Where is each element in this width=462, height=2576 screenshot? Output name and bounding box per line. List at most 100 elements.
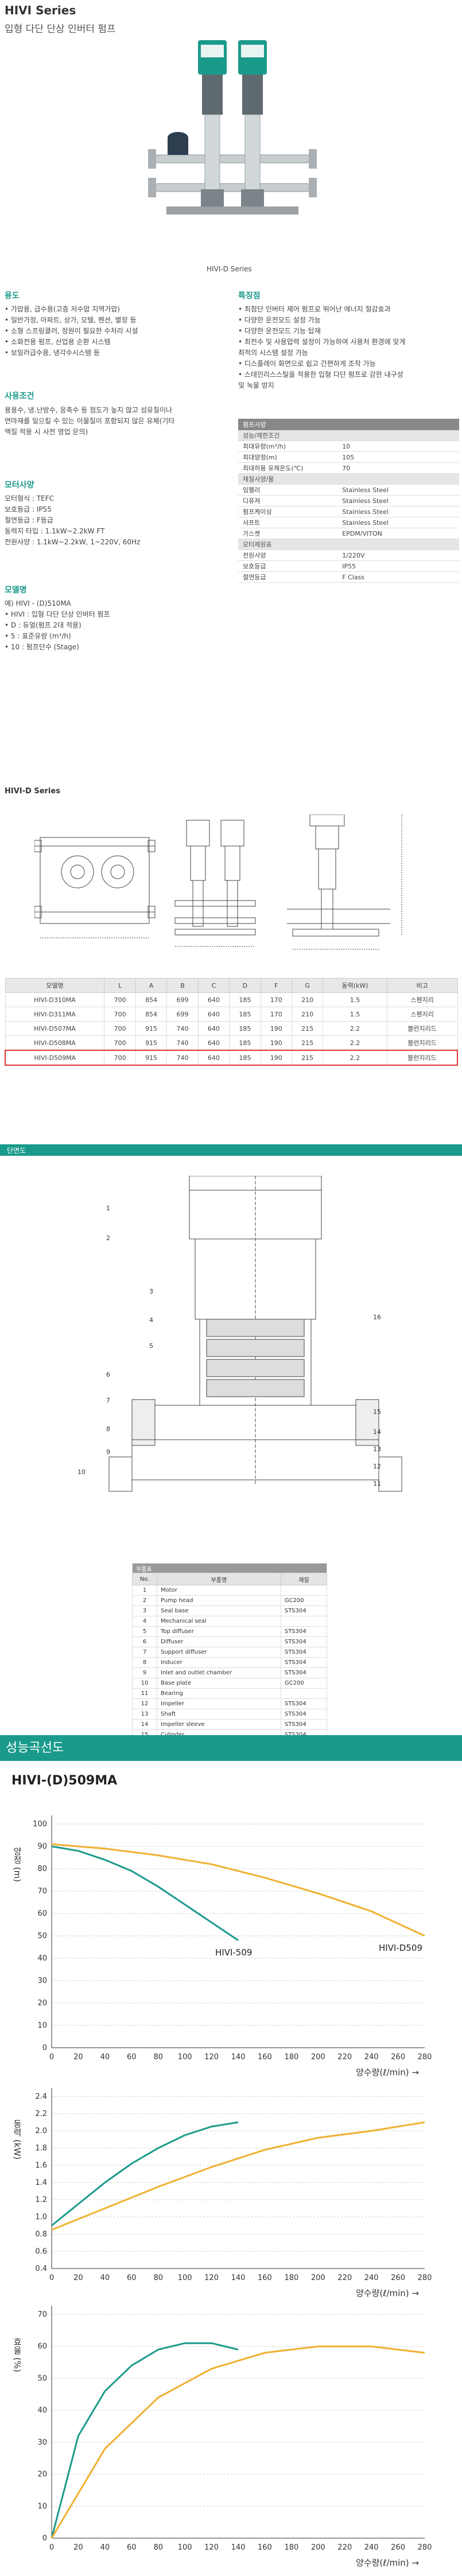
y-tick-label: 2.0 bbox=[35, 2127, 47, 2135]
spec-label: 최대양정(m) bbox=[238, 451, 338, 463]
list-item: • D : 듀얼(펌프 2대 적용) bbox=[5, 621, 81, 629]
model-list: 예) HIVI - (D)510MA • HIVI : 입형 다단 단상 인버터… bbox=[5, 598, 110, 653]
table-cell: 스펜지리 bbox=[386, 992, 458, 1007]
x-tick-label: 120 bbox=[204, 2543, 219, 2552]
spec-value: EPDM/VITON bbox=[337, 528, 459, 539]
y-tick-label: 1.2 bbox=[35, 2196, 47, 2204]
x-tick-label: 240 bbox=[364, 2543, 379, 2552]
model-title: 모델명 bbox=[5, 586, 27, 595]
x-tick-label: 220 bbox=[337, 2543, 352, 2552]
list-item: • 최첨단 인버터 제어 펌프로 뛰어난 에너지 절감효과 bbox=[238, 305, 391, 313]
table-cell: STS304 bbox=[280, 1667, 328, 1678]
y-tick-label: 30 bbox=[37, 2438, 47, 2447]
table-cell: Mechanical seal bbox=[157, 1616, 281, 1627]
table-cell: HIVI-D508MA bbox=[5, 1035, 105, 1051]
series-line bbox=[51, 1845, 239, 1942]
table-cell: 170 bbox=[260, 992, 292, 1007]
y-tick-label: 0.4 bbox=[35, 2265, 47, 2273]
table-cell: 스펜지리 bbox=[386, 1007, 458, 1022]
table-cell: 915 bbox=[135, 1050, 168, 1066]
y-tick-label: 20 bbox=[37, 1999, 47, 2008]
table-cell: STS304 bbox=[280, 1698, 328, 1709]
table-cell: STS304 bbox=[280, 1719, 328, 1730]
side-view-drawing bbox=[287, 815, 402, 950]
callout-label: 1 bbox=[106, 1205, 110, 1212]
conditions-text: 용용수, 냉.난방수, 응축수 등 점도가 높지 않고 섬유질이나 연마재를 일… bbox=[5, 405, 223, 438]
spec-label: 최대유량(m³/h) bbox=[238, 441, 338, 452]
x-tick-label: 180 bbox=[284, 2543, 298, 2552]
table-cell: 2 bbox=[132, 1595, 157, 1606]
table-cell: 5 bbox=[132, 1626, 157, 1637]
dim-header: B bbox=[166, 978, 199, 993]
product-caption: HIVI-D Series bbox=[207, 265, 252, 273]
spec-value: Stainless Steel bbox=[337, 495, 459, 506]
dim-header: G bbox=[291, 978, 324, 993]
table-cell: 640 bbox=[197, 1021, 230, 1036]
x-tick-label: 220 bbox=[337, 2053, 352, 2061]
table-cell: 210 bbox=[291, 1007, 324, 1022]
spec-label: 임펠러 bbox=[238, 484, 338, 496]
spec-value bbox=[337, 473, 459, 485]
x-tick-label: 280 bbox=[418, 2274, 432, 2282]
spec-row: 모터제원표 bbox=[238, 539, 459, 550]
spec-value: 105 bbox=[337, 451, 459, 463]
table-cell: HIVI-D310MA bbox=[5, 992, 105, 1007]
x-tick-label: 200 bbox=[311, 2274, 325, 2282]
table-cell: Base plate bbox=[157, 1678, 281, 1689]
table-cell bbox=[280, 1688, 328, 1699]
y-tick-label: 70 bbox=[37, 1887, 47, 1896]
callout-label: 14 bbox=[373, 1428, 381, 1436]
y-tick-label: 1.6 bbox=[35, 2161, 47, 2170]
y-tick-label: 50 bbox=[37, 2374, 47, 2383]
list-item: • 스테인리스스틸을 적용한 입형 다단 펌프로 강한 내구성 bbox=[238, 371, 403, 379]
callout-label: 2 bbox=[106, 1234, 110, 1242]
table-cell: 215 bbox=[291, 1035, 324, 1051]
list-item: 보호등급 : IP55 bbox=[5, 505, 52, 513]
table-cell: 740 bbox=[166, 1035, 199, 1051]
spec-value: F Class bbox=[337, 571, 459, 583]
series-label: HIVI-D509 bbox=[379, 1943, 422, 1953]
x-tick-label: 160 bbox=[258, 2543, 272, 2552]
spec-value: 1/220V bbox=[337, 550, 459, 561]
front-view-drawing bbox=[174, 820, 256, 947]
table-cell: HIVI-D509MA bbox=[5, 1050, 105, 1066]
table-cell: 640 bbox=[197, 1007, 230, 1022]
x-axis-label: 양수량(ℓ/min) → bbox=[356, 2288, 419, 2298]
y-tick-label: 80 bbox=[37, 1865, 47, 1873]
list-item: 최적의 시스템 설정 가능 bbox=[238, 349, 308, 357]
features-list: • 최첨단 인버터 제어 펌프로 뛰어난 에너지 절감효과 • 다양한 운전모드… bbox=[238, 304, 459, 391]
y-tick-label: 2.4 bbox=[35, 2092, 47, 2101]
table-cell: 1.5 bbox=[323, 992, 387, 1007]
spec-table-title: 펌프사양 bbox=[238, 419, 459, 430]
section-banner-title: 단면도 bbox=[7, 1147, 26, 1155]
x-tick-label: 140 bbox=[231, 2053, 246, 2061]
table-cell: Pump head bbox=[157, 1595, 281, 1606]
callout-label: 8 bbox=[106, 1425, 110, 1433]
dim-header: L bbox=[104, 978, 136, 993]
x-tick-label: 120 bbox=[204, 2053, 219, 2061]
x-tick-label: 160 bbox=[258, 2274, 272, 2282]
list-item: • 소화전용 펌프, 산업용 순환 시스템 bbox=[5, 338, 111, 346]
product-illustration bbox=[148, 40, 317, 215]
table-cell: 185 bbox=[229, 1050, 261, 1066]
text-line: 연마재를 일으킬 수 있는 이물질이 포함되지 않은 유체(기타 bbox=[5, 417, 175, 425]
perf-banner: 성능곡선도 bbox=[0, 1735, 462, 1761]
text-line: 용용수, 냉.난방수, 응축수 등 점도가 높지 않고 섬유질이나 bbox=[5, 406, 173, 414]
usage-list: • 가압용, 급수용(고층 저수압 지역가압) • 일반가정, 아파트, 상가,… bbox=[5, 304, 223, 358]
list-item: 예) HIVI - (D)510MA bbox=[5, 599, 71, 607]
table-cell: 2.2 bbox=[323, 1035, 387, 1051]
table-cell: 215 bbox=[291, 1021, 324, 1036]
spec-label: 펌프케이싱 bbox=[238, 506, 338, 517]
table-cell: STS304 bbox=[280, 1626, 328, 1637]
x-tick-label: 0 bbox=[49, 2274, 54, 2282]
y-tick-label: 20 bbox=[37, 2470, 47, 2479]
parts-header: 재질 bbox=[280, 1573, 328, 1585]
